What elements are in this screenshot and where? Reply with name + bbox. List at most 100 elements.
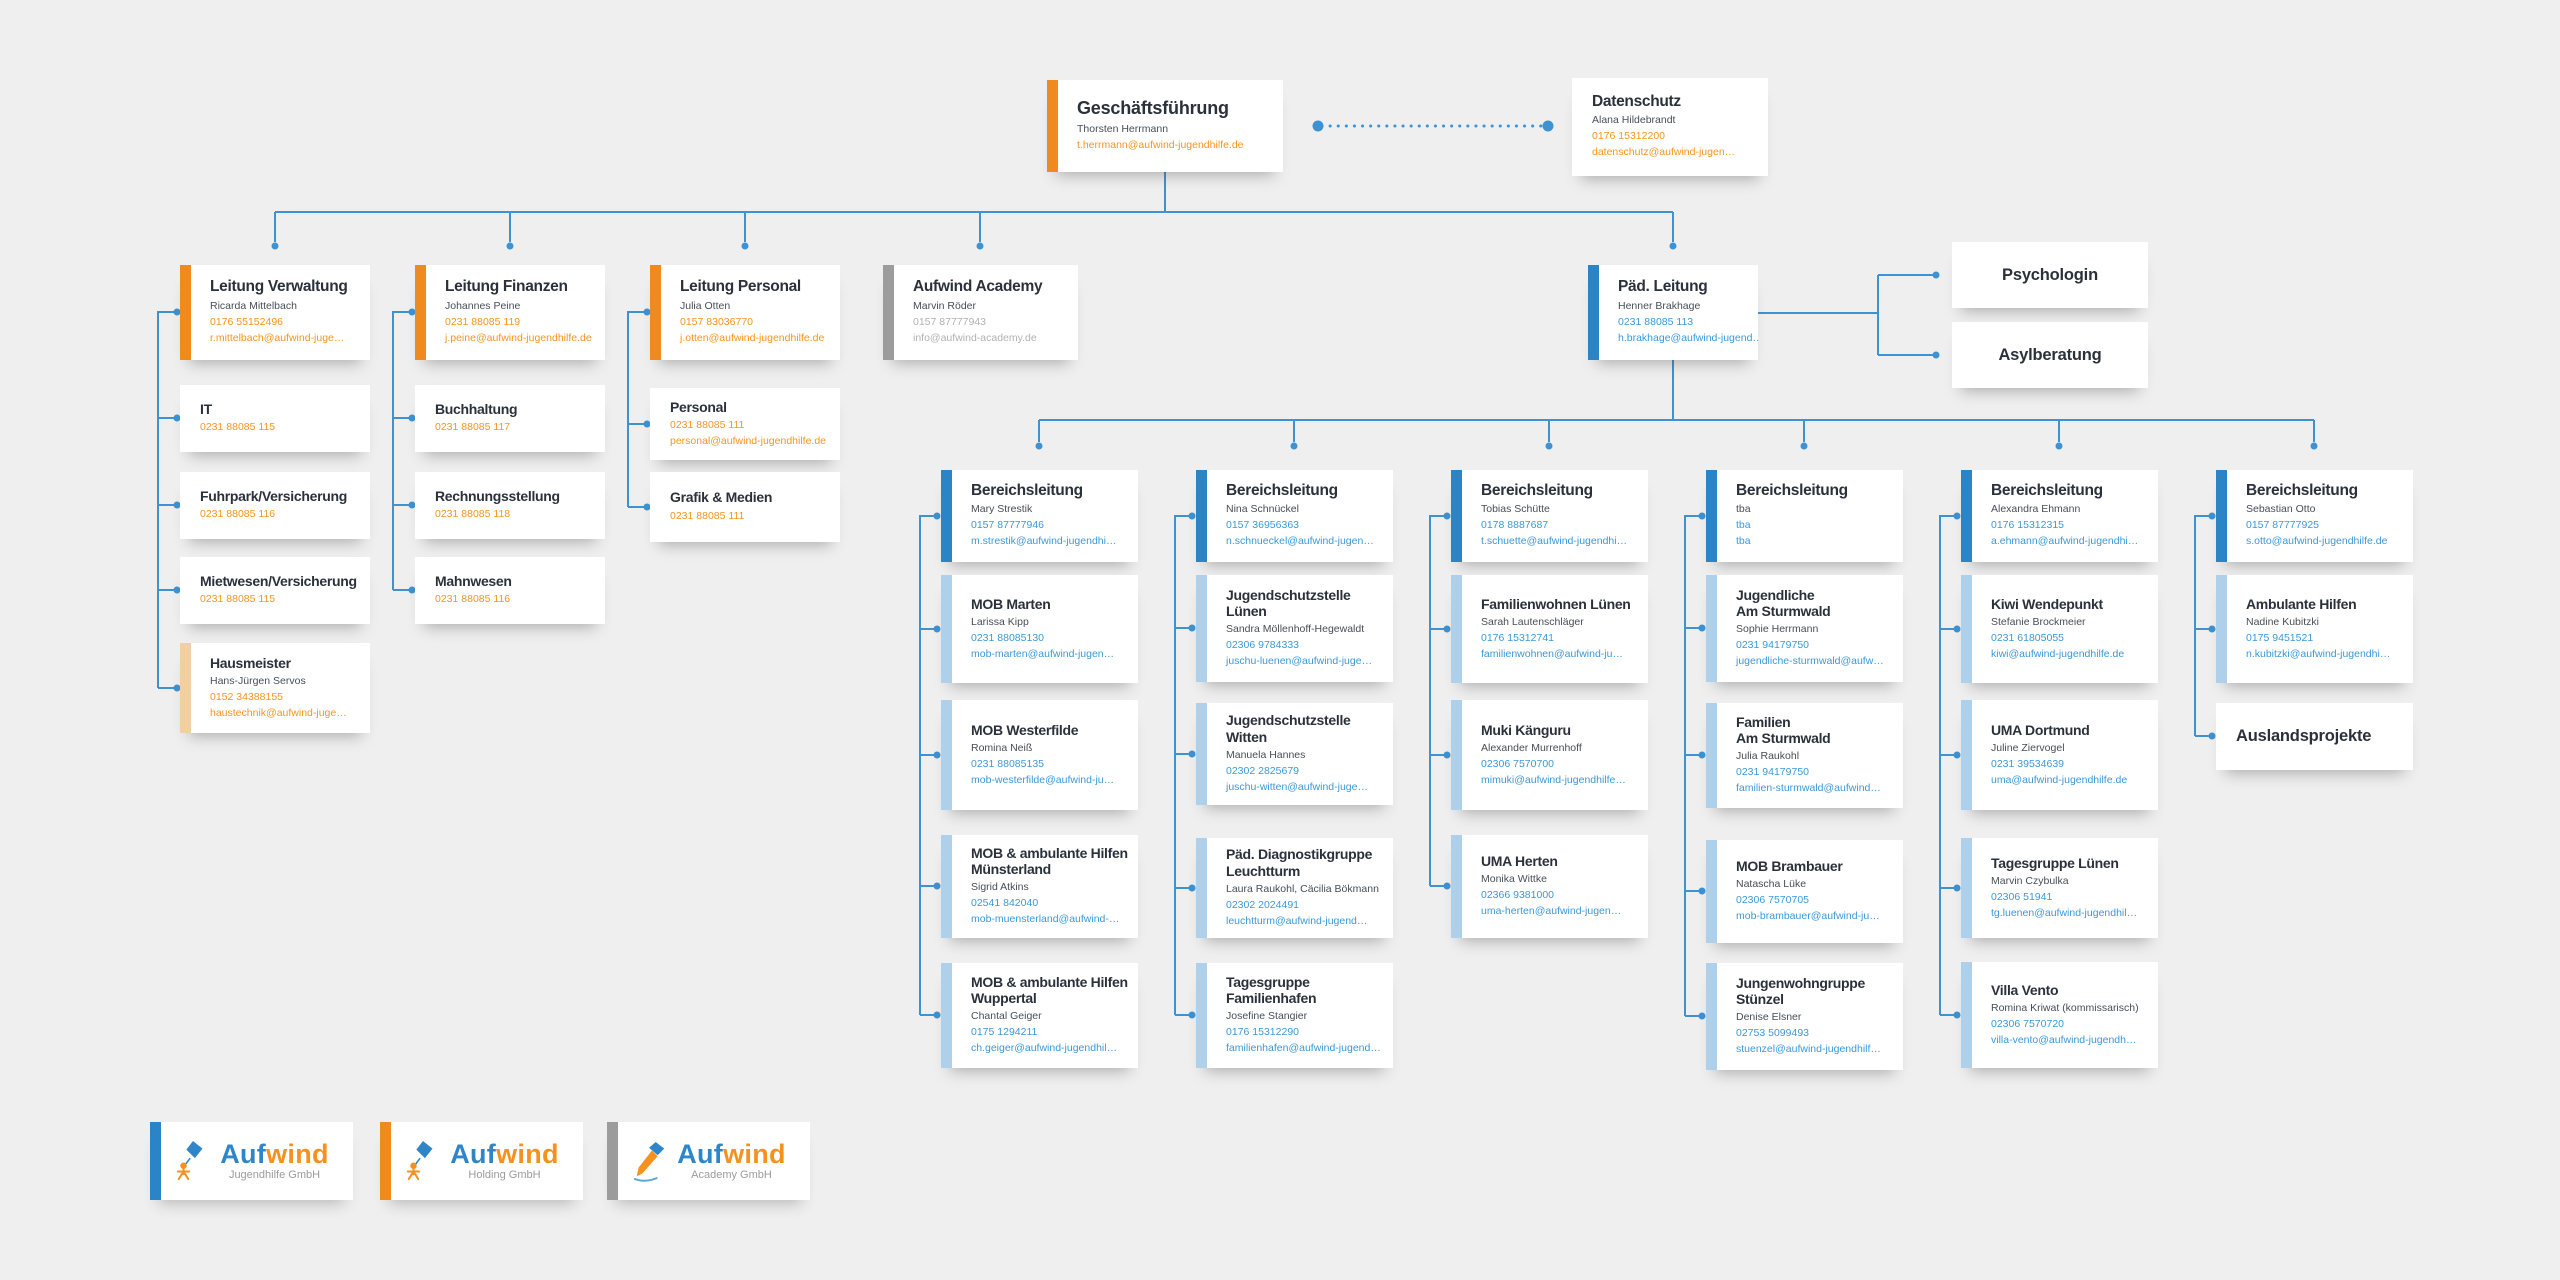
orange-accent-bar (180, 265, 191, 360)
card-person-name: Thorsten Herrmann (1077, 122, 1169, 135)
card-email: juschu-luenen@aufwind-juge… (1226, 655, 1373, 668)
card-email: t.schuette@aufwind-jugendhi… (1481, 535, 1628, 548)
card-title: Tagesgruppe Lünen (1991, 854, 2119, 871)
card-email: j.otten@aufwind-jugendhilfe.de (680, 331, 825, 344)
card-person-name: Henner Brakhage (1618, 299, 1701, 312)
card-person-name: Sebastian Otto (2246, 503, 2316, 516)
lightblue-accent-bar (1961, 700, 1972, 810)
card-phone: 0231 61805055 (1991, 631, 2064, 644)
lightblue-accent-bar (1961, 575, 1972, 683)
card-title: Jugendschutzstelle Lünen (1226, 586, 1351, 620)
card-phone: 02541 842040 (971, 897, 1039, 910)
card-title: Hausmeister (210, 654, 291, 671)
card-email: mob-muensterland@aufwind-… (971, 913, 1120, 926)
card-person-name: Alexandra Ehmann (1991, 503, 2081, 516)
card-person-name: Sigrid Atkins (971, 881, 1029, 894)
card-person-name: Julia Raukohl (1736, 750, 1800, 763)
card-person-name: Monika Wittke (1481, 873, 1547, 886)
lightblue-accent-bar (1196, 575, 1207, 682)
card-person-name: Mary Strestik (971, 503, 1033, 516)
card-title: Psychologin (2002, 265, 2098, 284)
card-title: Mietwesen/Versicherung (200, 572, 357, 589)
card-title: Mahnwesen (435, 572, 512, 589)
card-person-name: Marvin Czybulka (1991, 874, 2069, 887)
card-email: m.strestik@aufwind-jugendhi… (971, 535, 1117, 548)
card-phone: 02306 51941 (1991, 890, 2053, 903)
orange-accent-bar (415, 265, 426, 360)
card-title: Bereichsleitung (1991, 481, 2103, 499)
card-person-name: Tobias Schütte (1481, 503, 1550, 516)
card-email: s.otto@aufwind-jugendhilfe.de (2246, 535, 2388, 548)
card-title: Familien Am Sturmwald (1736, 713, 1831, 747)
card-title: Auslandsprojekte (2236, 727, 2372, 746)
logo-subtitle: Jugendhilfe GmbH (228, 1169, 321, 1181)
card-title: Personal (670, 398, 727, 415)
card-title: Ambulante Hilfen (2246, 595, 2357, 612)
card-phone: 0231 88085 119 (445, 315, 521, 328)
card-email: mob-marten@aufwind-jugen… (971, 647, 1115, 660)
card-person-name: Manuela Hannes (1226, 748, 1306, 761)
card-phone: 0231 88085 117 (435, 421, 511, 434)
card-phone: 0231 94179750 (1736, 766, 1809, 779)
card-phone: 0176 15312741 (1481, 631, 1554, 644)
card-person-name: Romina Kriwat (kommissarisch) (1991, 1001, 2139, 1014)
kite-person-icon (177, 1141, 203, 1181)
card-phone: 02366 9381000 (1481, 889, 1554, 902)
card-title: Leitung Finanzen (445, 278, 568, 296)
logo-subtitle: Academy GmbH (691, 1169, 772, 1181)
logo-wordmark: Aufwind (450, 1141, 559, 1168)
orange-accent-bar (650, 265, 661, 360)
card-email: juschu-witten@aufwind-juge… (1226, 780, 1368, 793)
card-email: j.peine@aufwind-jugendhilfe.de (445, 331, 592, 344)
blue-accent-bar (941, 470, 952, 562)
card-title: Bereichsleitung (2246, 481, 2358, 499)
card-phone: 0231 88085 115 (200, 593, 276, 606)
card-title: Jugendliche Am Sturmwald (1736, 586, 1831, 620)
card-title: Aufwind Academy (913, 278, 1043, 296)
card-person-name: Sandra Möllenhoff-Hegewaldt (1226, 623, 1365, 636)
lightblue-accent-bar (941, 575, 952, 683)
card-email: haustechnik@aufwind-juge… (210, 706, 347, 719)
logo-wordmark: Aufwind (220, 1141, 329, 1168)
logo-wordmark: Aufwind (677, 1141, 786, 1168)
org-card-mietwesen: Mietwesen/Versicherung 0231 88085 115 (180, 557, 370, 624)
card-email: datenschutz@aufwind-jugen… (1592, 146, 1736, 159)
card-phone: 02306 7570700 (1481, 757, 1554, 770)
card-title: Familienwohnen Lünen (1481, 595, 1631, 612)
card-phone: 02306 7570720 (1991, 1017, 2064, 1030)
card-email: leuchtturm@aufwind-jugend… (1226, 914, 1368, 927)
orange-accent-bar (1047, 80, 1058, 172)
card-phone: 0175 1294211 (971, 1026, 1038, 1039)
card-email: n.kubitzki@aufwind-jugendhi… (2246, 647, 2391, 660)
card-phone: 0175 9451521 (2246, 631, 2314, 644)
card-phone: 0231 88085 113 (1618, 315, 1694, 328)
card-person-name: Marvin Röder (913, 299, 977, 312)
card-email: familienwohnen@aufwind-ju… (1481, 647, 1623, 660)
logo-word-orange: wind (723, 1139, 786, 1169)
org-card-asylberatung: Asylberatung (1952, 322, 2148, 388)
pencil-kite-icon (634, 1142, 665, 1182)
card-email: kiwi@aufwind-jugendhilfe.de (1991, 647, 2125, 660)
blue-accent-bar (1706, 470, 1717, 562)
card-title: IT (200, 400, 212, 417)
lightblue-accent-bar (1451, 700, 1462, 810)
card-phone: 02302 2024491 (1226, 898, 1299, 911)
